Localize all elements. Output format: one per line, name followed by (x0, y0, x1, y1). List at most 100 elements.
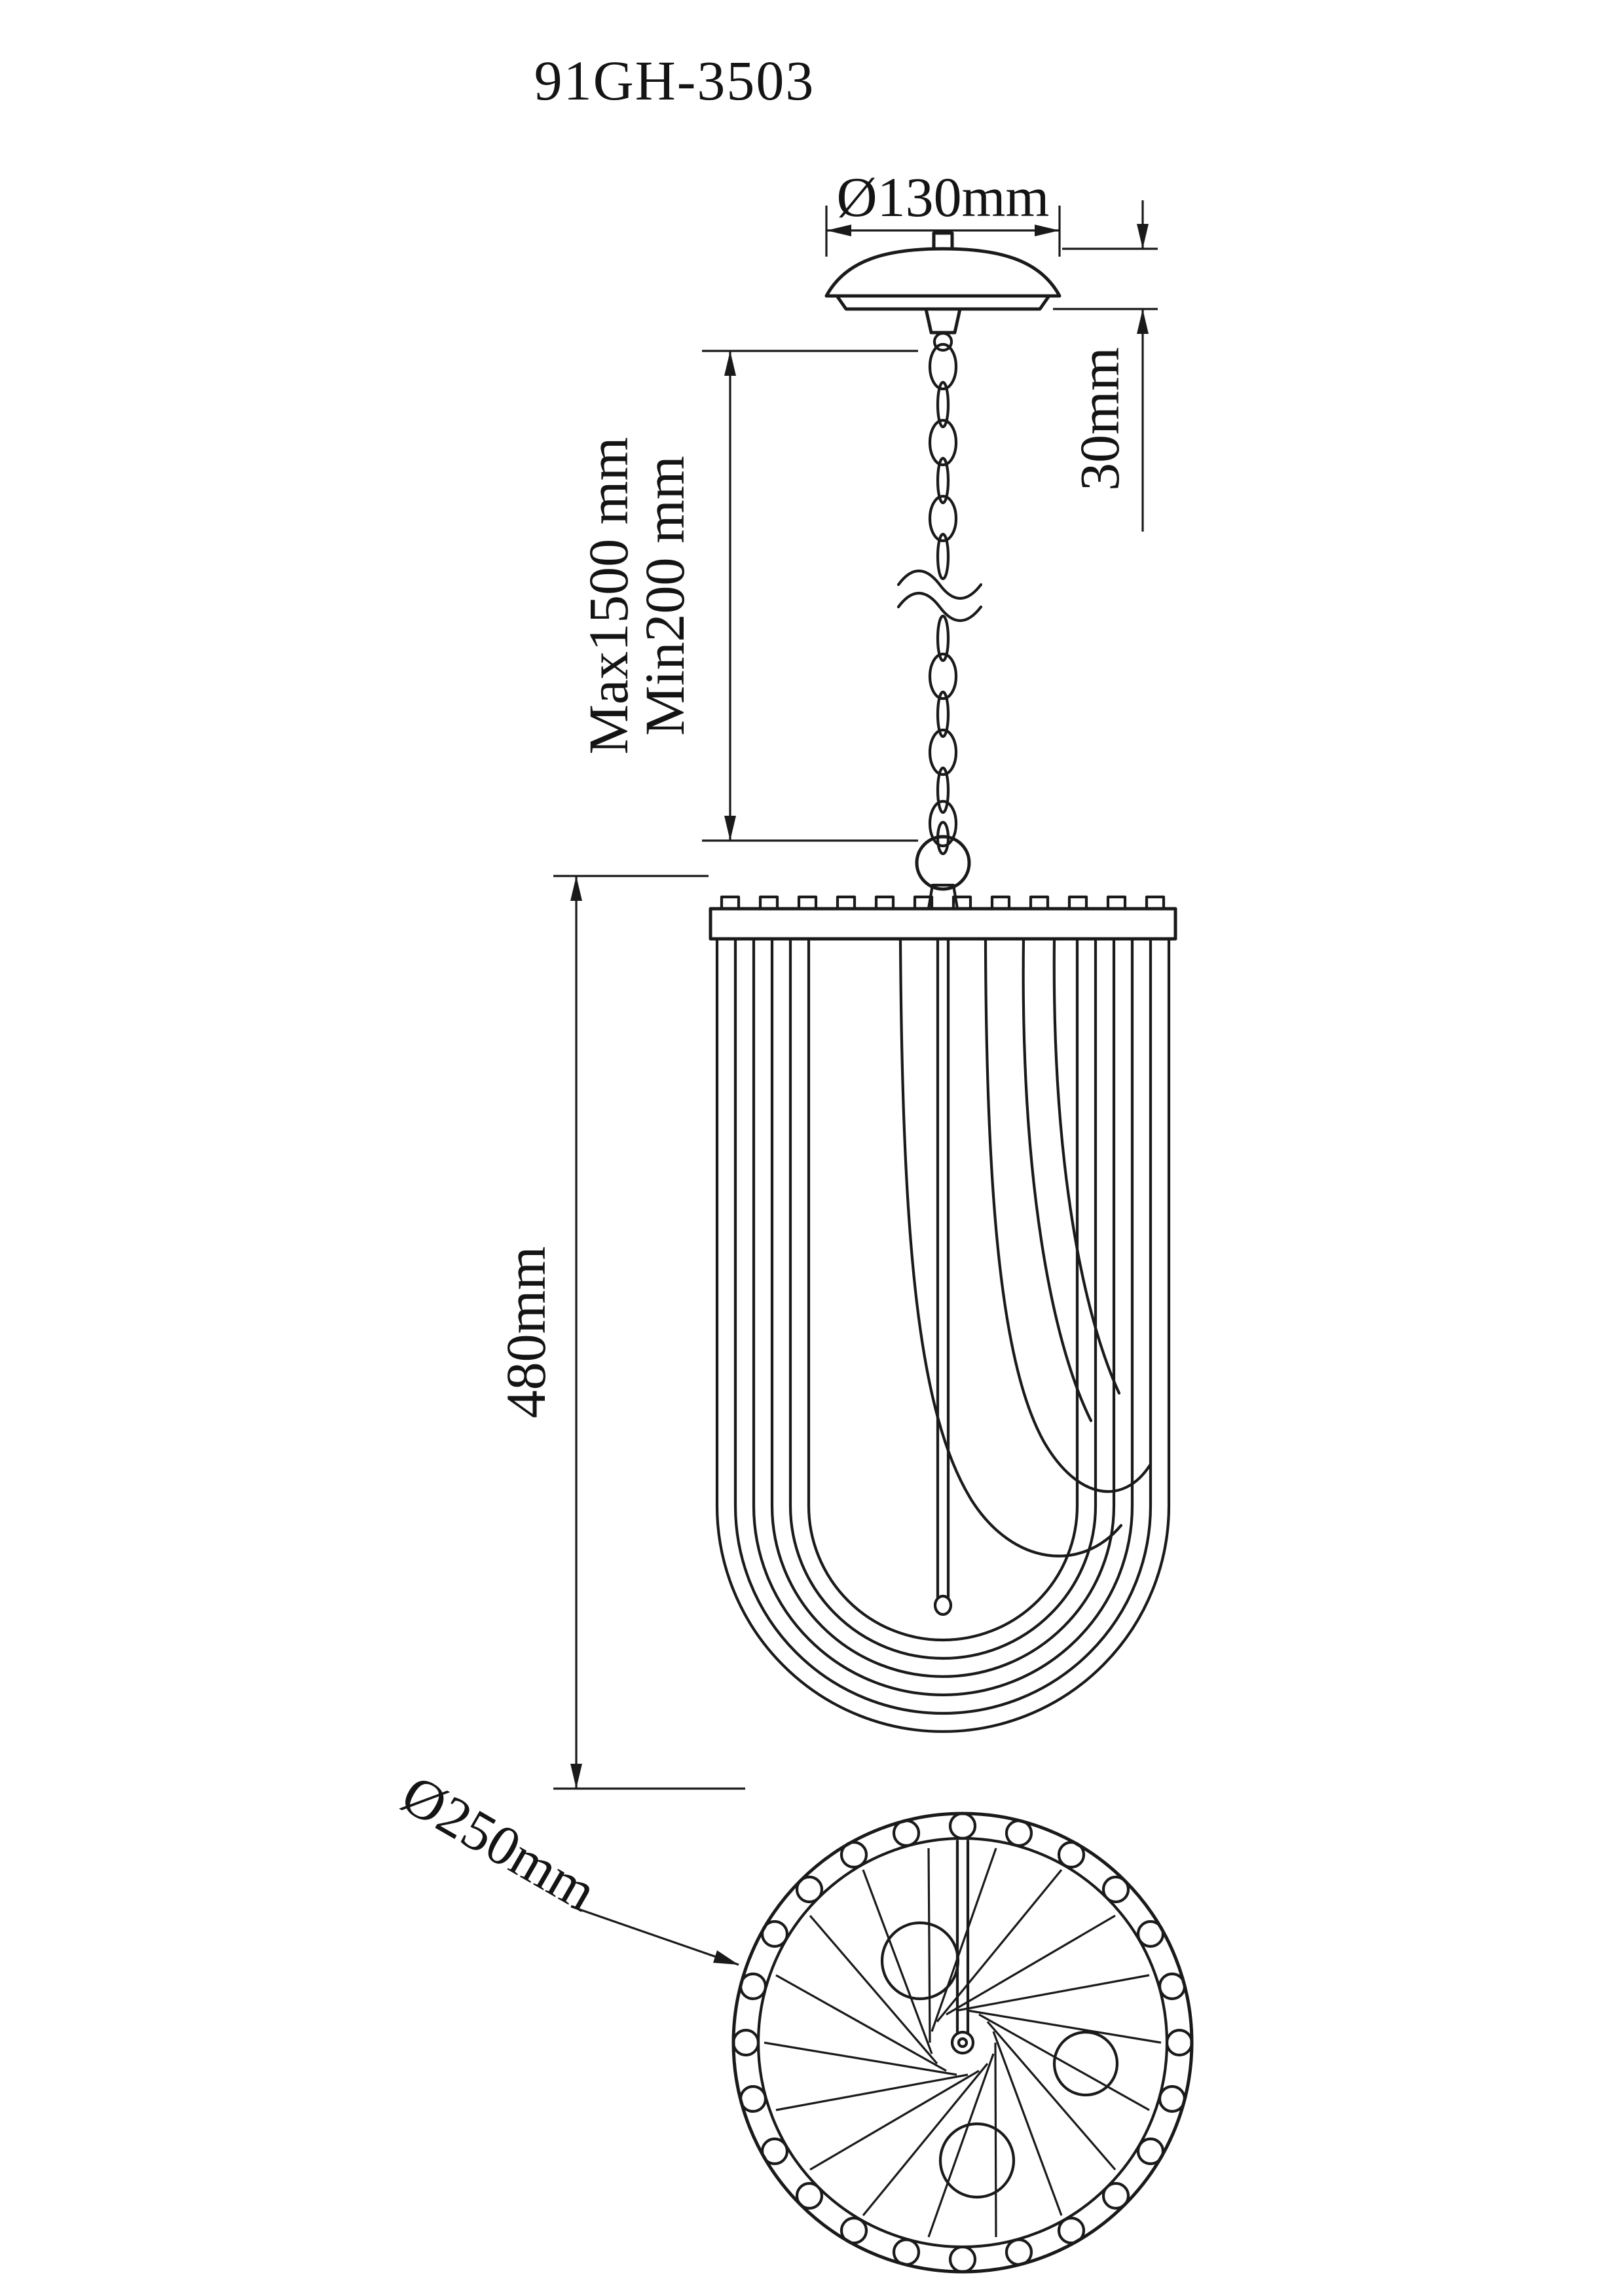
bolt (720, 895, 741, 911)
bolt-hole (731, 2028, 760, 2057)
chain-link (928, 342, 958, 391)
dim-lines (553, 875, 745, 1790)
bolt-hole (760, 2137, 789, 2166)
center-pin (957, 2037, 969, 2049)
center-rod (933, 937, 953, 1616)
rod-finial (933, 1594, 953, 1616)
bolt-hole (795, 1875, 824, 1904)
tube-loop (788, 937, 1098, 1660)
bolt-hole (1158, 2085, 1187, 2113)
dim-suspension-length: Max1500 mm Min200 mm (577, 350, 918, 842)
swirl-tube (1052, 937, 1121, 1395)
suspension-max-label: Max1500 mm (577, 437, 640, 755)
bolt (1029, 895, 1050, 911)
arrowhead-icon (724, 351, 736, 376)
chain-link (936, 766, 950, 814)
bolt (1067, 895, 1088, 911)
dim-lines (1053, 200, 1158, 532)
top-plate (709, 907, 1177, 941)
bolt-hole (1057, 2216, 1086, 2245)
bolt-hole (1136, 2137, 1165, 2166)
dim-body-height: 480mm (494, 875, 745, 1790)
canopy-rim (835, 294, 1051, 311)
bolt-hole (739, 2085, 767, 2113)
chain-link (936, 456, 950, 505)
bolt (836, 895, 857, 911)
chain-link (936, 380, 950, 429)
dim-lines (825, 206, 1061, 257)
canopy-loop (932, 331, 953, 352)
plan-center-rod (955, 1839, 970, 2034)
bolt-hole (1005, 1819, 1033, 1848)
bolt-hole (1136, 1920, 1165, 1948)
arrowhead-icon (713, 1950, 739, 1965)
bolt (1145, 895, 1166, 911)
bolt (913, 895, 934, 911)
chain-link (928, 494, 958, 543)
bolt-hole (948, 1812, 977, 1840)
canopy-height-label: 30mm (1068, 347, 1131, 491)
swirl-tube (984, 937, 1152, 1493)
bolt-hole (1005, 2238, 1033, 2267)
leader-line (570, 1905, 739, 1966)
bolt (874, 895, 895, 911)
plate-bolts (720, 895, 1166, 911)
tube-loops (715, 937, 1171, 1734)
chain (896, 342, 983, 856)
chandelier-body (709, 835, 1177, 1734)
outer-ring (731, 1812, 1194, 2274)
bolt-hole (840, 2216, 868, 2245)
bolt-hole (1057, 1840, 1086, 1869)
tube-loop (752, 937, 1134, 1697)
bolt-hole (948, 2245, 977, 2274)
body-height-label: 480mm (494, 1247, 557, 1419)
bolt (951, 895, 972, 911)
rod-lines (936, 937, 950, 1599)
dim-canopy-diameter: Ø130mm (825, 166, 1061, 257)
chain-link (936, 532, 950, 581)
canopy-diameter-label: Ø130mm (837, 166, 1050, 228)
bottom-view (731, 1812, 1194, 2274)
bolt (797, 895, 818, 911)
bolt (990, 895, 1011, 911)
front-view (709, 231, 1177, 1734)
chain-link (936, 614, 950, 663)
bolt-hole (892, 1819, 921, 1848)
chain-link (928, 799, 958, 848)
chain-link (928, 728, 958, 776)
bolt (758, 895, 779, 911)
canopy-nipple (932, 231, 954, 249)
bolt-hole (795, 2181, 824, 2210)
canopy-dome (824, 247, 1061, 298)
center-hub (950, 2030, 975, 2055)
body-diameter-label: Ø250mm (392, 1762, 607, 1923)
suspension-min-label: Min200 mm (633, 456, 696, 736)
tube-loop (807, 937, 1079, 1642)
canopy-collar (924, 307, 962, 335)
lamp-socket (1052, 2030, 1119, 2097)
bolt-hole (1101, 1875, 1130, 1904)
arrowhead-icon (570, 1764, 582, 1789)
lamp-socket (880, 1921, 960, 2001)
ring-bolt-holes (731, 1812, 1194, 2274)
bolt-hole (760, 1920, 789, 1948)
bolt-hole (892, 2238, 921, 2267)
tube-chords (764, 1848, 1162, 2238)
arrowhead-icon (1137, 224, 1149, 249)
swirl-tube (898, 937, 1123, 1558)
tube-loop (715, 937, 1171, 1734)
chain-link (928, 418, 958, 467)
bolt (1106, 895, 1127, 911)
arrowhead-icon (826, 225, 851, 236)
model-number: 91GH-3503 (534, 49, 815, 112)
bolt-hole (739, 1972, 767, 2001)
tube-loop (733, 937, 1153, 1715)
dim-lines (702, 350, 918, 842)
chain-break-symbol (896, 569, 983, 623)
bolt-hole (1158, 1972, 1187, 2001)
arrowhead-icon (1035, 225, 1060, 236)
dim-canopy-height: 30mm (1053, 200, 1158, 532)
dim-body-diameter: Ø250mm (392, 1762, 739, 1966)
